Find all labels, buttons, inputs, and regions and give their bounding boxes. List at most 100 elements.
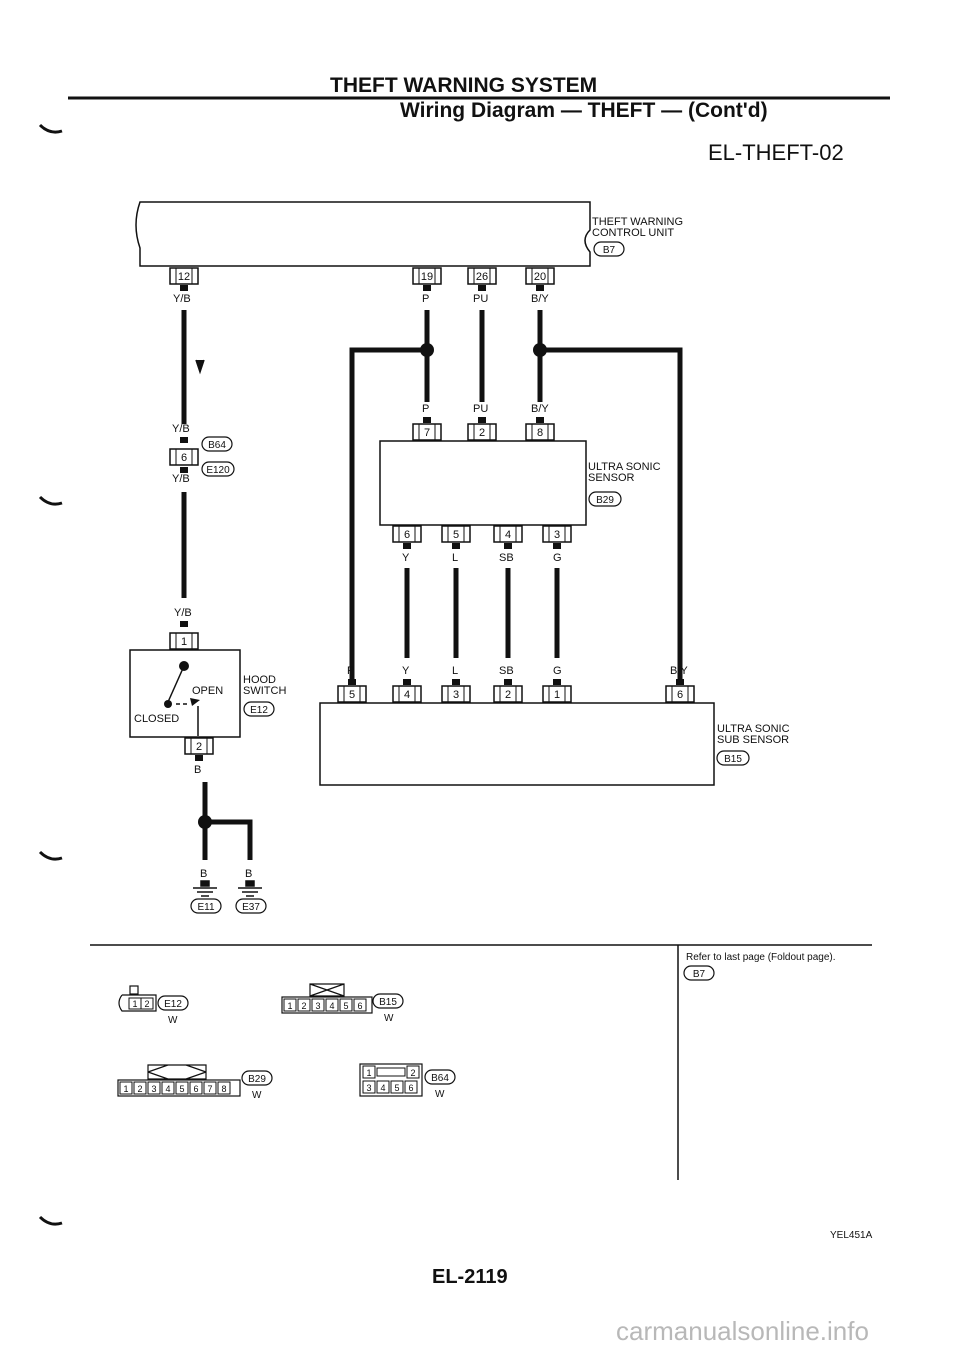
wire-color-b-3: B xyxy=(245,868,252,880)
legend-badge-e12 xyxy=(157,995,189,1011)
wire-color-sb-2: SB xyxy=(499,665,514,677)
svg-text:2: 2 xyxy=(505,689,511,701)
cu-pin-12: 12 xyxy=(169,267,199,285)
svg-text:12: 12 xyxy=(178,271,190,283)
wire-color-by-2: B/Y xyxy=(531,403,549,415)
ground-id-e37: E37 xyxy=(242,902,260,913)
svg-text:1: 1 xyxy=(287,1001,292,1011)
sub-pin-4: 4 xyxy=(392,685,422,703)
ground-id-e11: E11 xyxy=(197,902,214,913)
us-pin-7: 7 xyxy=(412,423,442,441)
svg-text:1: 1 xyxy=(554,689,560,701)
legend-badge-b64 xyxy=(424,1069,456,1085)
svg-text:2: 2 xyxy=(410,1068,415,1078)
switch-contact-left xyxy=(164,700,172,708)
wire-color-yb-4: Y/B xyxy=(174,607,192,619)
cu-pin-19: 19 xyxy=(412,267,442,285)
svg-text:4: 4 xyxy=(380,1083,385,1093)
wires-middle xyxy=(404,568,560,658)
switch-arrow xyxy=(190,698,200,706)
legend-badge-b15 xyxy=(372,993,404,1009)
svg-text:3: 3 xyxy=(366,1083,371,1093)
switch-lever xyxy=(167,665,185,703)
us-bottom-tabs xyxy=(403,543,561,549)
cu-pin-tabs xyxy=(180,285,544,291)
connector-id-b29: B29 xyxy=(596,495,614,506)
inline-tab-bottom xyxy=(180,467,188,473)
us-pin-3: 3 xyxy=(542,525,572,543)
legend-id-b29: B29 xyxy=(248,1074,266,1085)
cu-pin-20: 20 xyxy=(525,267,555,285)
connector-id-b7: B7 xyxy=(603,245,616,256)
us-pin-8: 8 xyxy=(525,423,555,441)
svg-text:5: 5 xyxy=(349,689,355,701)
svg-text:2: 2 xyxy=(479,427,485,439)
legend-color-b64: W xyxy=(435,1089,445,1100)
svg-text:8: 8 xyxy=(537,427,543,439)
wire-color-g-1: G xyxy=(553,552,562,564)
svg-text:4: 4 xyxy=(165,1084,170,1094)
sub-pin-5: 5 xyxy=(337,685,367,703)
wire-color-pu-1: PU xyxy=(473,293,488,305)
sub-pin-2: 2 xyxy=(493,685,523,703)
svg-text:6: 6 xyxy=(357,1001,362,1011)
wire-color-sb-1: SB xyxy=(499,552,514,564)
connector-badge-e37 xyxy=(235,898,267,914)
wire-color-by-3: B/Y xyxy=(670,665,688,677)
hood-switch-closed: CLOSED xyxy=(134,713,179,725)
legend-color-b29: W xyxy=(252,1090,262,1101)
inline-pin-6: 6 xyxy=(169,448,199,466)
connector-badge-b64 xyxy=(201,436,233,452)
svg-text:6: 6 xyxy=(677,689,683,701)
connector-badge-e120 xyxy=(201,461,235,477)
inline-tab-top xyxy=(180,437,188,443)
sub-pin-6: 6 xyxy=(665,685,695,703)
legend-id-b64: B64 xyxy=(431,1073,449,1084)
svg-text:20: 20 xyxy=(534,271,546,283)
us-pin-4: 4 xyxy=(493,525,523,543)
svg-text:6: 6 xyxy=(408,1083,413,1093)
connector-id-e12: E12 xyxy=(250,705,268,716)
margin-marks xyxy=(38,123,63,1226)
legend-color-b15: W xyxy=(384,1013,394,1024)
svg-text:1: 1 xyxy=(132,999,137,1009)
svg-text:6: 6 xyxy=(193,1084,198,1094)
svg-text:7: 7 xyxy=(207,1084,212,1094)
legend-pins-b29: 1 2 3 4 5 6 7 8 xyxy=(119,1081,231,1095)
direction-arrow xyxy=(195,359,205,375)
connector-badge-b15 xyxy=(716,750,750,766)
svg-text:4: 4 xyxy=(404,689,410,701)
ground-symbols xyxy=(193,880,262,897)
connector-id-b64: B64 xyxy=(208,440,226,451)
connector-badge-b7 xyxy=(593,241,625,257)
connector-face-b29 xyxy=(117,1064,241,1097)
sub-sensor-box xyxy=(319,702,715,786)
hood-switch-label-2: SWITCH xyxy=(243,685,286,697)
cu-pin-26: 26 xyxy=(467,267,497,285)
wire-color-y-2: Y xyxy=(402,665,410,677)
svg-text:5: 5 xyxy=(394,1083,399,1093)
ultrasonic-sensor-label-2: SENSOR xyxy=(588,472,635,484)
connector-face-e12: 1 2 xyxy=(118,985,157,1012)
legend-color-e12: W xyxy=(168,1015,178,1026)
svg-text:4: 4 xyxy=(505,529,511,541)
legend-pins-b15: 1 2 3 4 5 6 xyxy=(283,998,367,1012)
sub-pin-3: 3 xyxy=(441,685,471,703)
wire-color-b-1: B xyxy=(194,764,201,776)
control-unit-box xyxy=(135,201,591,267)
svg-text:1: 1 xyxy=(366,1068,371,1078)
svg-text:3: 3 xyxy=(453,689,459,701)
control-unit-label-2: CONTROL UNIT xyxy=(592,227,674,239)
sub-sensor-label-1: ULTRA SONIC xyxy=(717,723,790,735)
page-number: EL-2119 xyxy=(432,1266,508,1288)
ultrasonic-sensor-box xyxy=(379,440,587,526)
svg-text:8: 8 xyxy=(221,1084,226,1094)
legend-id-e12: E12 xyxy=(164,999,182,1010)
svg-text:3: 3 xyxy=(315,1001,320,1011)
wire-color-yb-3: Y/B xyxy=(172,473,190,485)
svg-text:2: 2 xyxy=(196,741,202,753)
wire-color-by-1: B/Y xyxy=(531,293,549,305)
svg-text:26: 26 xyxy=(476,271,488,283)
svg-text:3: 3 xyxy=(151,1084,156,1094)
